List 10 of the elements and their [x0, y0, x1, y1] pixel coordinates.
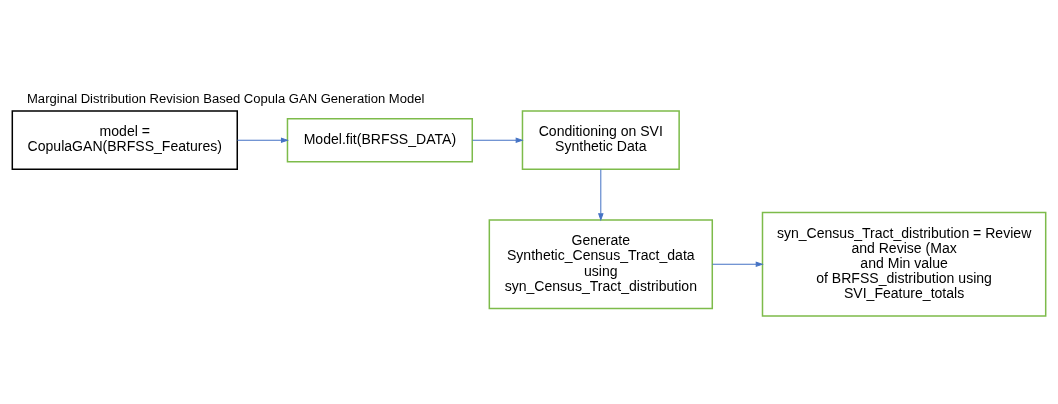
- arrow: [711, 261, 763, 267]
- arrow: [236, 137, 288, 143]
- node-box: Conditioning on SVI Synthetic Data: [521, 109, 680, 170]
- node-box: Model.fit(BRFSS_DATA): [286, 117, 473, 163]
- node-box: model = CopulaGAN(BRFSS_Features): [11, 109, 238, 170]
- node-box: syn_Census_Tract_distribution = Review and Revise (Max and Min value of BRFSS_distribution using SVI_Feature_totals: [761, 211, 1047, 317]
- node-box: Generate Synthetic_Census_Tract_data using syn_Census_Tract_distribution: [488, 218, 714, 309]
- diagram-title: Marginal Distribution Revision Based Copula GAN Generation Model: [27, 90, 425, 106]
- arrow: [472, 137, 523, 143]
- arrow: [598, 168, 604, 220]
